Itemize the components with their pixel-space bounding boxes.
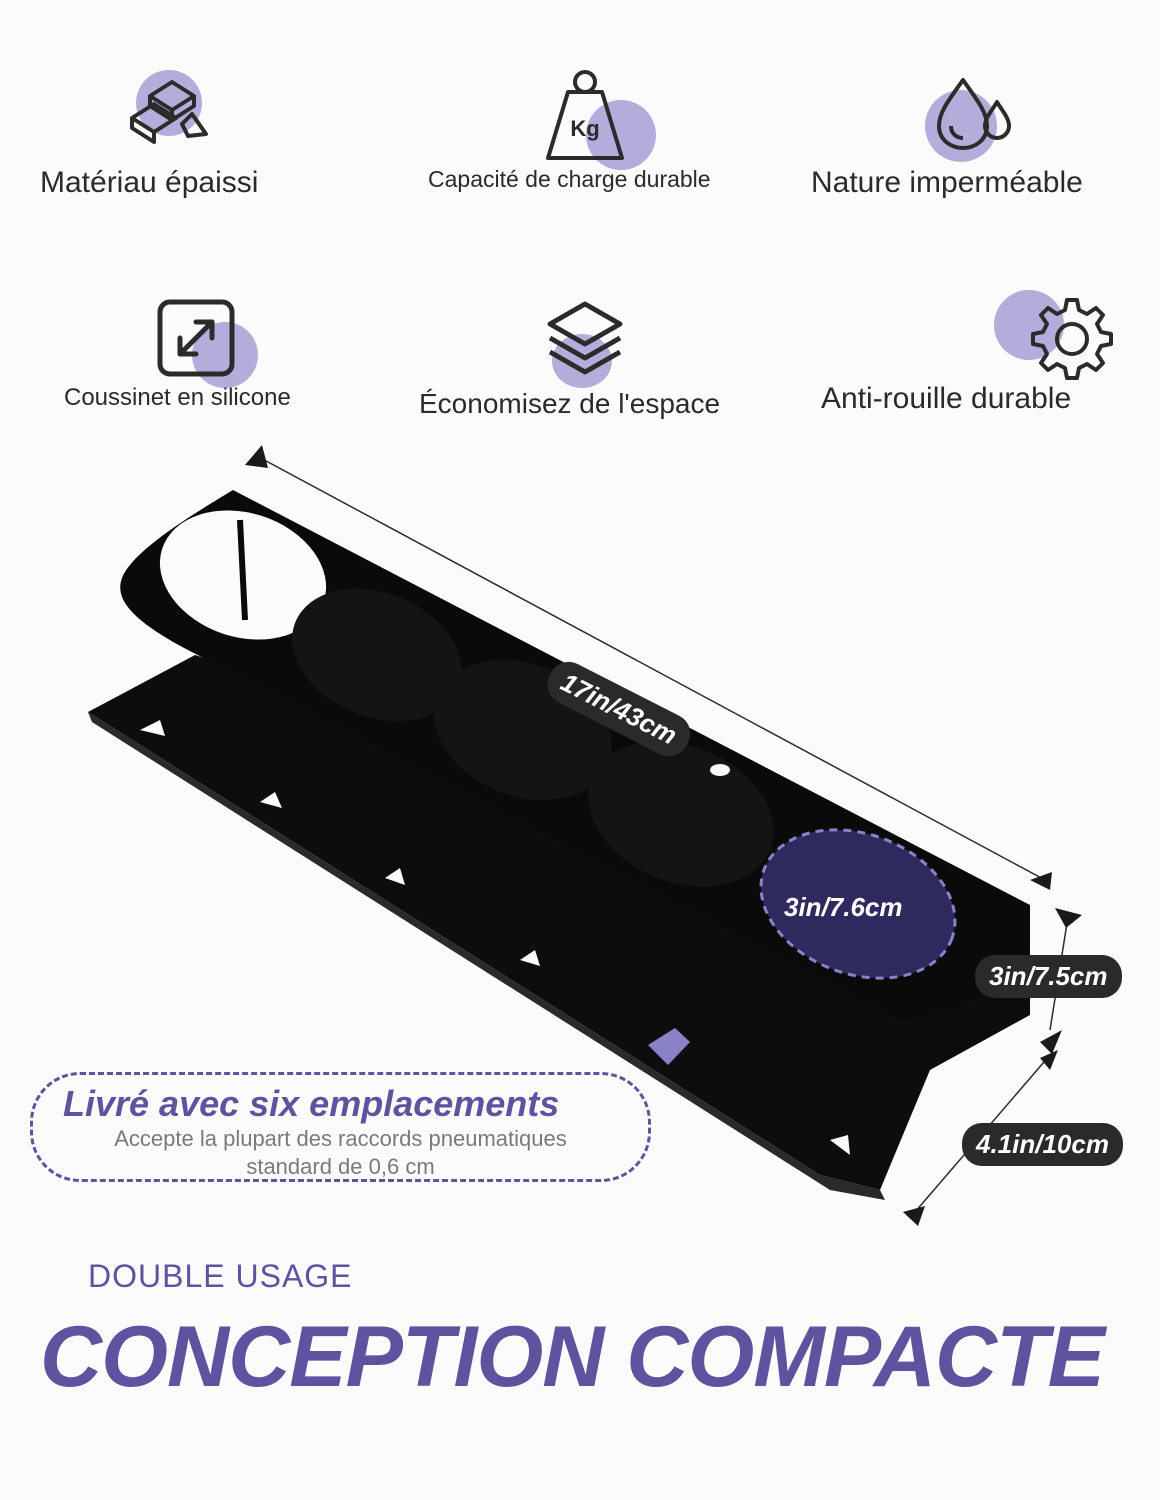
gear-icon [920,288,1113,384]
headline: CONCEPTION COMPACTE [40,1309,1105,1405]
expand-arrows-icon [140,296,258,392]
feature-save-space: Économisez de l'espace [415,296,755,426]
feature-silicone-pad: Coussinet en silicone [60,296,330,426]
feature-thickened-material: Matériau épaissi [30,66,300,206]
feature-label: Coussinet en silicone [64,384,291,411]
svg-text:Kg: Kg [570,116,599,141]
feature-label: Capacité de charge durable [428,166,711,192]
gold-bars-icon [110,66,220,162]
feature-load-capacity: Kg Capacité de charge durable [420,66,750,206]
air-hose-rack-illustration [88,445,1082,1226]
feature-label: Nature imperméable [811,166,1083,199]
callout-line-1: Accepte la plupart des raccords pneumati… [114,1126,567,1151]
kg-weight-icon: Kg [530,66,656,170]
slots-callout: Livré avec six emplacements Accepte la p… [30,1072,651,1182]
layers-icon [530,296,640,392]
callout-line-2: standard de 0,6 cm [246,1154,435,1179]
feature-anti-rust: Anti-rouille durable [815,288,1135,428]
product-image: 17in/43cm 3in/7.6cm 3in/7.5cm 4.1in/10cm [0,430,1160,1250]
callout-title: Livré avec six emplacements [63,1083,560,1124]
height-dimension-label: 3in/7.5cm [975,955,1122,998]
feature-label: Anti-rouille durable [821,382,1072,415]
hole-diameter-label: 3in/7.6cm [784,892,903,922]
feature-label: Matériau épaissi [40,166,259,199]
kicker-text: DOUBLE USAGE [88,1258,353,1294]
feature-label: Économisez de l'espace [419,388,721,419]
feature-waterproof: Nature imperméable [805,66,1135,206]
water-drops-icon [915,66,1025,162]
depth-dimension-label: 4.1in/10cm [962,1123,1123,1166]
